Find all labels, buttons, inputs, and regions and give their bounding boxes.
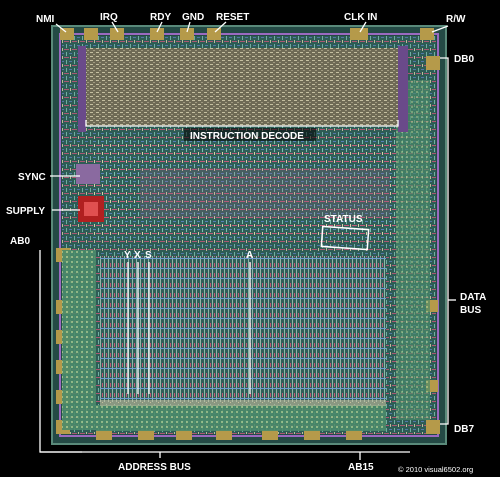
svg-text:AB0: AB0 [10,236,30,247]
svg-text:CLK IN: CLK IN [344,12,377,23]
sync-block [76,164,100,184]
random-logic [92,140,396,240]
pin-label-rw: R/W [431,14,466,33]
copyright-text: © 2010 visual6502.org [398,465,473,474]
sync-label: SYNC [18,172,80,183]
pin-label-gnd: GND [182,12,204,33]
pin-label-rdy: RDY [150,12,171,33]
status-label: STATUS [320,214,370,251]
pin-label-nmi: NMI [36,14,67,33]
io-ring [62,80,430,431]
svg-text:DATA: DATA [460,292,486,303]
svg-text:Y: Y [124,250,131,261]
instruction-decode-label: INSTRUCTION DECODE [85,120,399,142]
svg-text:A: A [246,250,253,261]
register-s: S [145,250,152,394]
svg-text:AB15: AB15 [348,462,374,473]
svg-text:R/W: R/W [446,14,466,25]
svg-text:X: X [134,250,141,261]
svg-text:INSTRUCTION DECODE: INSTRUCTION DECODE [190,131,304,142]
svg-text:RDY: RDY [150,12,171,23]
instruction-decode-rom [78,46,408,132]
svg-text:S: S [145,250,152,261]
pin-label-irq: IRQ [100,12,119,33]
bond-pads-top [60,28,434,40]
svg-text:ADDRESS BUS: ADDRESS BUS [118,462,191,473]
register-x: X [134,250,141,394]
svg-text:RESET: RESET [216,12,249,23]
address-bus-label: ADDRESS BUS AB15 [40,451,410,473]
svg-text:GND: GND [182,12,204,23]
supply-label: SUPPLY [6,206,80,217]
svg-text:STATUS: STATUS [324,214,363,225]
supply-block [78,196,104,222]
datapath [100,256,386,406]
svg-text:IRQ: IRQ [100,12,118,23]
data-bus-label: DB0 DATA BUS DB7 [440,54,486,435]
svg-text:NMI: NMI [36,14,55,25]
pin-label-clk-in: CLK IN [344,12,377,33]
register-a: A [246,250,253,394]
svg-text:SUPPLY: SUPPLY [6,206,45,217]
svg-text:DB7: DB7 [454,424,474,435]
pin-label-reset: RESET [214,12,249,33]
register-y: Y [124,250,131,394]
svg-text:BUS: BUS [460,305,481,316]
svg-text:SYNC: SYNC [18,172,46,183]
svg-text:DB0: DB0 [454,54,474,65]
